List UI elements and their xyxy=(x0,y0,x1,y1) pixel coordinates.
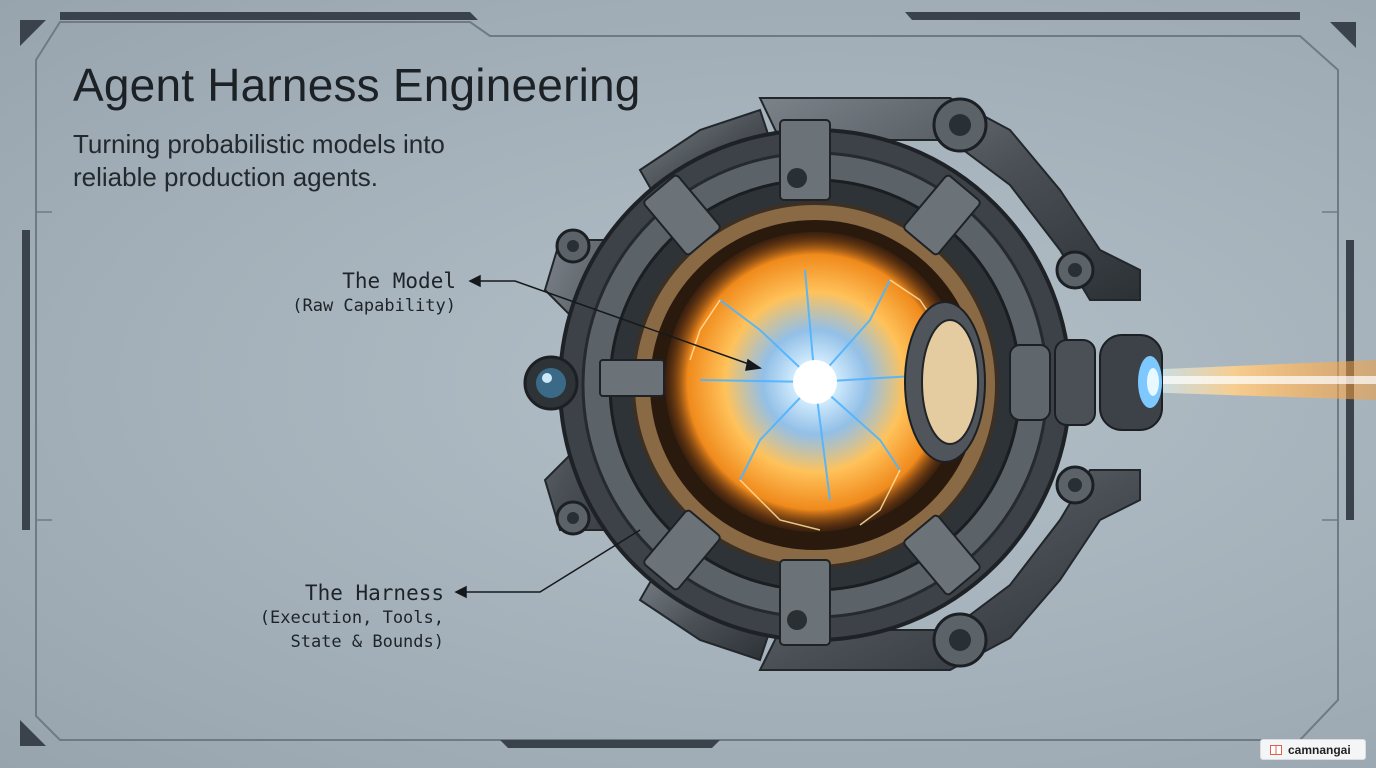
model-callout: The Model (Raw Capability) xyxy=(292,268,456,318)
harness-sublabel: (Execution, Tools, xyxy=(259,608,444,628)
model-sublabel: (Raw Capability) xyxy=(292,296,456,316)
book-icon xyxy=(1270,744,1282,755)
watermark-badge[interactable]: camnangai xyxy=(1260,739,1366,760)
model-label: The Model xyxy=(342,269,456,293)
subtitle-line: Turning probabilistic models into xyxy=(73,129,445,159)
subtitle-line: reliable production agents. xyxy=(73,162,378,192)
harness-callout: The Harness (Execution, Tools, State & B… xyxy=(260,580,444,654)
harness-label: The Harness xyxy=(304,581,444,605)
watermark-text: camnangai xyxy=(1288,742,1351,757)
page-subtitle: Turning probabilistic models into reliab… xyxy=(73,128,445,194)
harness-sublabel: State & Bounds) xyxy=(290,632,444,652)
page-title: Agent Harness Engineering xyxy=(73,59,641,111)
